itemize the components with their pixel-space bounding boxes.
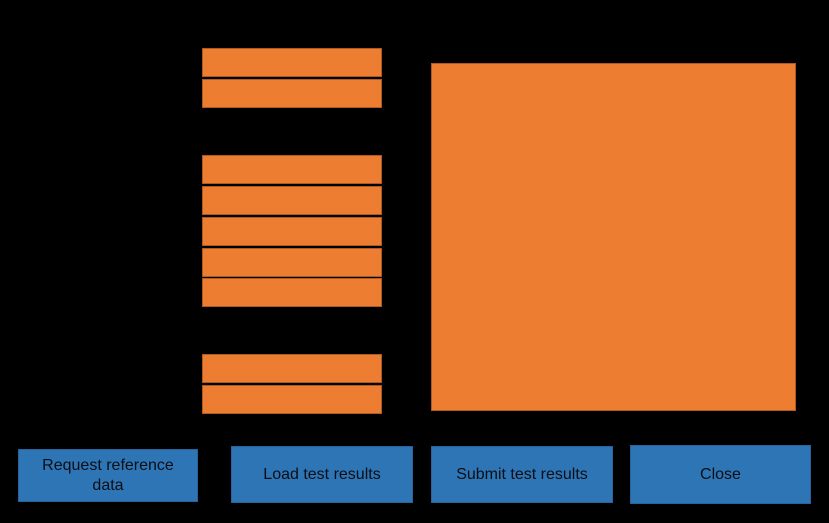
- input-field[interactable]: [202, 385, 382, 414]
- close-button[interactable]: Close: [630, 445, 811, 504]
- input-field[interactable]: [202, 79, 382, 108]
- input-field[interactable]: [202, 278, 382, 307]
- input-field[interactable]: [202, 248, 382, 277]
- load-test-results-button[interactable]: Load test results: [231, 446, 413, 503]
- request-reference-data-button[interactable]: Request reference data: [18, 449, 198, 502]
- submit-test-results-button[interactable]: Submit test results: [431, 446, 613, 503]
- input-field[interactable]: [202, 217, 382, 246]
- input-field[interactable]: [202, 186, 382, 215]
- input-field[interactable]: [202, 155, 382, 184]
- input-field[interactable]: [202, 48, 382, 77]
- results-panel[interactable]: [431, 63, 796, 411]
- input-field[interactable]: [202, 354, 382, 383]
